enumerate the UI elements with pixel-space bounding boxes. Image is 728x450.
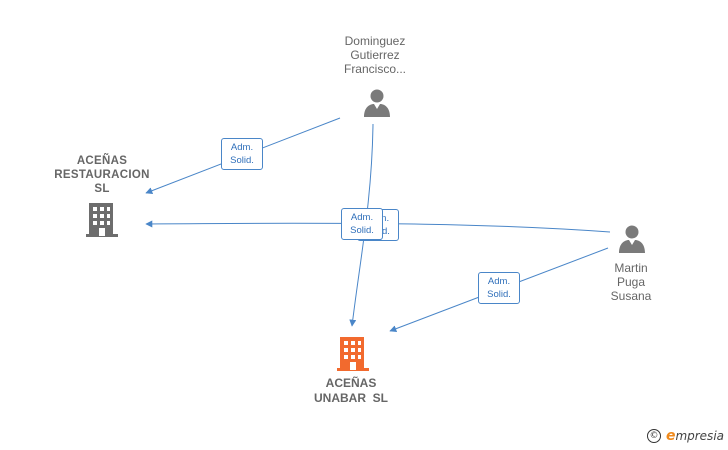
role-badge[interactable]: Adm. Solid. — [341, 208, 383, 240]
person-icon[interactable] — [617, 224, 647, 254]
node-label-martin[interactable]: Martin Puga Susana — [610, 261, 652, 303]
person-icon[interactable] — [362, 88, 392, 118]
brand-logo[interactable]: empresia — [666, 428, 724, 444]
role-badge-line: Solid. — [350, 225, 374, 236]
brand-initial: e — [665, 428, 676, 444]
building-icon-main[interactable] — [336, 336, 370, 372]
building-icon[interactable] — [85, 202, 119, 238]
brand-footer: © empresia — [646, 428, 724, 444]
node-label-unabar[interactable]: ACEÑAS UNABAR SL — [314, 376, 388, 405]
role-badge-line: Adm. — [350, 212, 374, 223]
node-label-dominguez[interactable]: Dominguez Gutierrez Francisco... — [343, 34, 406, 76]
role-badge[interactable]: Adm. Solid. — [221, 138, 263, 170]
node-label-restauracion[interactable]: ACEÑAS RESTAURACION SL — [54, 155, 150, 195]
role-badge[interactable]: Adm. Solid. — [478, 272, 520, 304]
role-badge-line: Adm. — [230, 142, 254, 153]
brand-name: mpresia — [675, 429, 724, 443]
role-badge-line: Adm. — [487, 276, 511, 287]
copyright-icon: © — [646, 429, 661, 443]
edge-martin-restauracion — [145, 220, 611, 233]
role-badge-line: Solid. — [487, 289, 511, 300]
role-badge-line: Solid. — [230, 155, 254, 166]
